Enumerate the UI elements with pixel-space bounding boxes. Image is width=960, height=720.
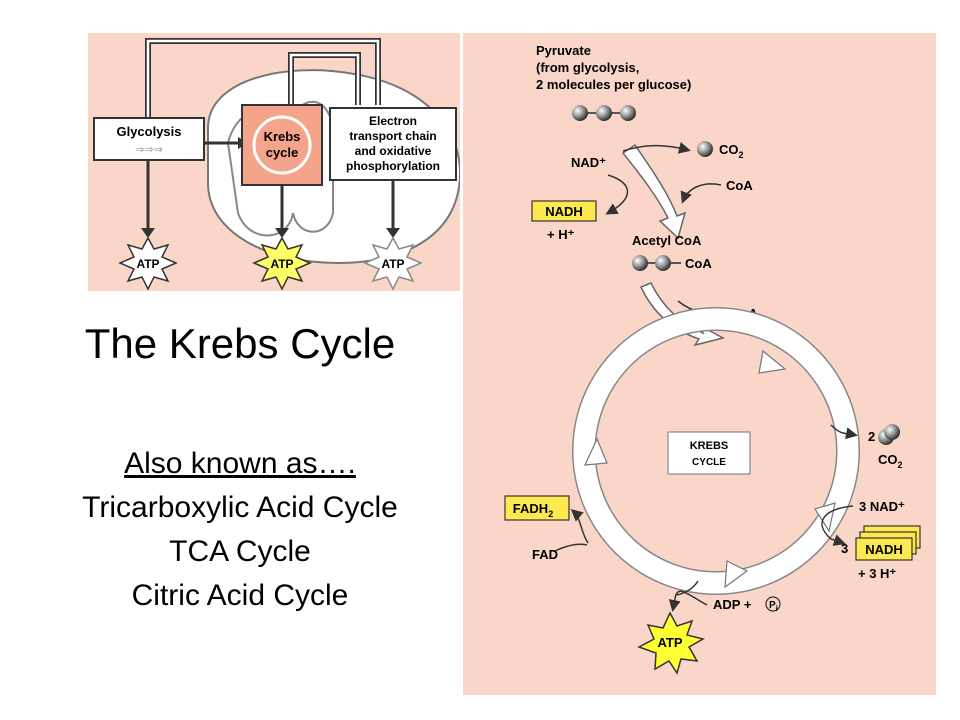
cycle-arrowhead-4: [584, 437, 608, 466]
etc-label-2: transport chain: [349, 129, 436, 143]
pyruvate-to-acetyl-arrow: [621, 143, 687, 240]
cycle-arrowhead-3: [724, 560, 749, 589]
fadh2-box: [504, 495, 570, 521]
pyruvate-carbon-3: [620, 105, 636, 121]
h-plus-label: + H⁺: [547, 227, 575, 242]
acetyl-coa-attached-label: CoA: [685, 256, 712, 271]
fad-label: FAD: [532, 547, 558, 562]
coa-in-label: CoA: [726, 178, 753, 193]
slide-title: The Krebs Cycle: [84, 320, 396, 367]
glycolysis-box: [93, 117, 205, 161]
pyruvate-line-3: 2 molecules per glucose): [536, 77, 691, 92]
pyruvate-carbon-2: [596, 105, 612, 121]
aka-heading: Also known as….: [124, 447, 356, 480]
aka-name-2: TCA Cycle: [169, 535, 311, 568]
adp-label: ADP +: [713, 597, 752, 612]
nad-plus-label: NAD⁺: [571, 155, 606, 170]
atp-burst-1: [118, 236, 178, 291]
pyruvate-line-2: (from glycolysis,: [536, 60, 639, 75]
acetyl-carbon-1: [632, 255, 648, 271]
etc-label-1: Electron: [369, 114, 417, 128]
three-count: 3: [841, 541, 848, 556]
etc-box: [329, 107, 457, 181]
co2-molecule: [697, 141, 713, 157]
pi-circle: [765, 596, 781, 612]
atp-label-2: ATP: [270, 257, 293, 271]
cycle-center-label-1: KREBS: [690, 440, 729, 452]
atp-burst-3: [363, 236, 423, 291]
nadh-stack-label: NADH: [865, 542, 903, 557]
atp-label-1: ATP: [136, 257, 159, 271]
nadh-label: NADH: [545, 204, 583, 219]
aka-name-1: Tricarboxylic Acid Cycle: [82, 491, 398, 524]
etc-label-3: and oxidative: [355, 144, 432, 158]
three-h-label: + 3 H⁺: [858, 566, 896, 581]
co2-out-molecule-2: [884, 424, 900, 440]
co2-out-label: CO2: [878, 452, 903, 470]
atp-burst-2: [252, 236, 312, 291]
acetyl-coa-label: Acetyl CoA: [632, 233, 702, 248]
cycle-center-box: [667, 431, 751, 475]
acetyl-carbon-2: [655, 255, 671, 271]
co2-label: CO2: [719, 142, 744, 160]
glycolysis-arrows: ⇒⇒⇒: [135, 144, 163, 156]
cycle-arrowhead-1: [758, 349, 787, 374]
krebs-label-1: Krebs: [264, 129, 301, 144]
pyruvate-line-1: Pyruvate: [536, 43, 591, 58]
three-nad-label: 3 NAD⁺: [859, 499, 905, 514]
pi-label: Pi: [769, 600, 778, 613]
nadh-box: [531, 200, 597, 222]
respiration-overview-diagram: Glycolysis ⇒⇒⇒ Krebs cycle Electron tran…: [88, 33, 460, 291]
atp-label: ATP: [657, 635, 682, 650]
pyruvate-carbon-1: [572, 105, 588, 121]
atp-label-3: ATP: [381, 257, 404, 271]
atp-burst: [637, 611, 705, 675]
glycolysis-label: Glycolysis: [116, 124, 181, 139]
fadh2-label: FADH2: [513, 501, 553, 519]
nadh-stack-front: [855, 537, 913, 561]
krebs-label-2: cycle: [266, 145, 299, 160]
cycle-center-label-2: CYCLE: [692, 457, 726, 468]
etc-label-4: phosphorylation: [346, 159, 440, 173]
aka-name-3: Citric Acid Cycle: [131, 579, 349, 612]
krebs-cycle-diagram: Pyruvate (from glycolysis, 2 molecules p…: [463, 33, 936, 695]
also-known-as-block: Also known as…. Tricarboxylic Acid Cycle…: [10, 442, 470, 618]
two-co2-count: 2: [868, 429, 875, 444]
